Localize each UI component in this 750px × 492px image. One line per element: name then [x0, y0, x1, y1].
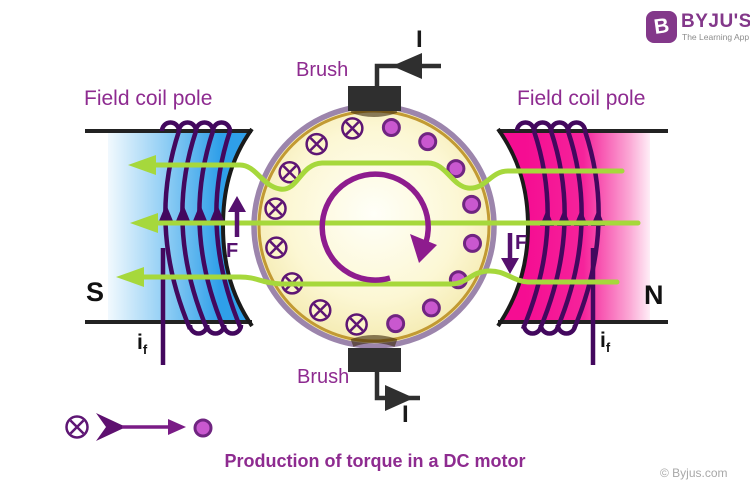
- byjus-logo: B BYJU'S The Learning App: [646, 11, 750, 45]
- field-pole-north: [496, 127, 668, 328]
- rotor-body: [251, 103, 497, 349]
- current-arrow-top: [392, 53, 422, 79]
- byjus-brand-text: BYJU'S: [681, 11, 750, 32]
- field-coil-south: [159, 120, 244, 365]
- coil-current-arrows-left: [159, 204, 224, 221]
- current-out-of-page-icon: [193, 418, 213, 438]
- armature-current-label-top: I: [416, 26, 423, 53]
- byjus-tagline: The Learning App: [682, 32, 750, 42]
- field-line-top: [137, 160, 625, 192]
- force-label-left: F: [226, 240, 239, 262]
- diagram-caption: Production of torque in a DC motor: [224, 451, 526, 471]
- armature-current-label-bottom: I: [402, 401, 409, 428]
- current-out-of-page-icon: [446, 159, 466, 179]
- force-arrow-right: [501, 233, 519, 274]
- pole-north-face: [496, 127, 531, 328]
- current-out-of-page-icon: [462, 233, 482, 253]
- field-direction-arrows: [116, 155, 158, 287]
- current-into-page-cross: [345, 121, 360, 136]
- brush-label-bottom: Brush: [297, 366, 350, 388]
- byjus-logo-icon: B: [646, 11, 677, 43]
- magnetic-field-lines: [116, 155, 641, 287]
- north-pole-label: N: [644, 280, 664, 310]
- brush-label-top: Brush: [296, 59, 349, 81]
- armature-rotor: [251, 103, 497, 349]
- brush-bottom-block: [348, 348, 401, 372]
- current-out-of-page-icon: [462, 194, 482, 214]
- field-coil-pole-label-right: Field coil pole: [517, 87, 646, 110]
- copyright-text: © Byjus.com: [660, 466, 728, 480]
- field-current-label-left: if: [137, 331, 148, 358]
- current-into-page-cross: [269, 240, 284, 255]
- brush-and-leads: [348, 53, 441, 411]
- brush-top-block: [348, 86, 401, 111]
- current-out-of-page-icon: [381, 118, 401, 138]
- legend-thick-arrow: [96, 413, 126, 441]
- current-into-page-cross: [268, 201, 283, 216]
- current-out-of-page-icon: [386, 314, 406, 334]
- force-label-right: F: [515, 232, 528, 254]
- legend: [65, 413, 213, 441]
- current-out-of-page-icon: [418, 132, 438, 152]
- south-pole-label: S: [86, 277, 105, 307]
- current-into-page-cross: [309, 137, 324, 152]
- legend-arrowhead: [168, 419, 186, 435]
- current-into-page-cross: [282, 165, 297, 180]
- current-into-page-cross: [349, 317, 364, 332]
- current-out-of-page-icon: [421, 298, 441, 318]
- pole-south-face: [220, 127, 254, 328]
- field-line-bottom: [125, 268, 620, 287]
- brush-contact-shadow-bottom: [350, 335, 398, 347]
- current-arrow-bottom: [385, 385, 414, 411]
- force-arrow-left: [228, 196, 246, 237]
- rotation-arrow: [319, 171, 437, 283]
- current-into-page-cross: [313, 303, 328, 318]
- pole-north-body: [498, 131, 650, 324]
- field-current-label-right: if: [600, 329, 611, 356]
- field-coil-pole-label-left: Field coil pole: [84, 87, 213, 110]
